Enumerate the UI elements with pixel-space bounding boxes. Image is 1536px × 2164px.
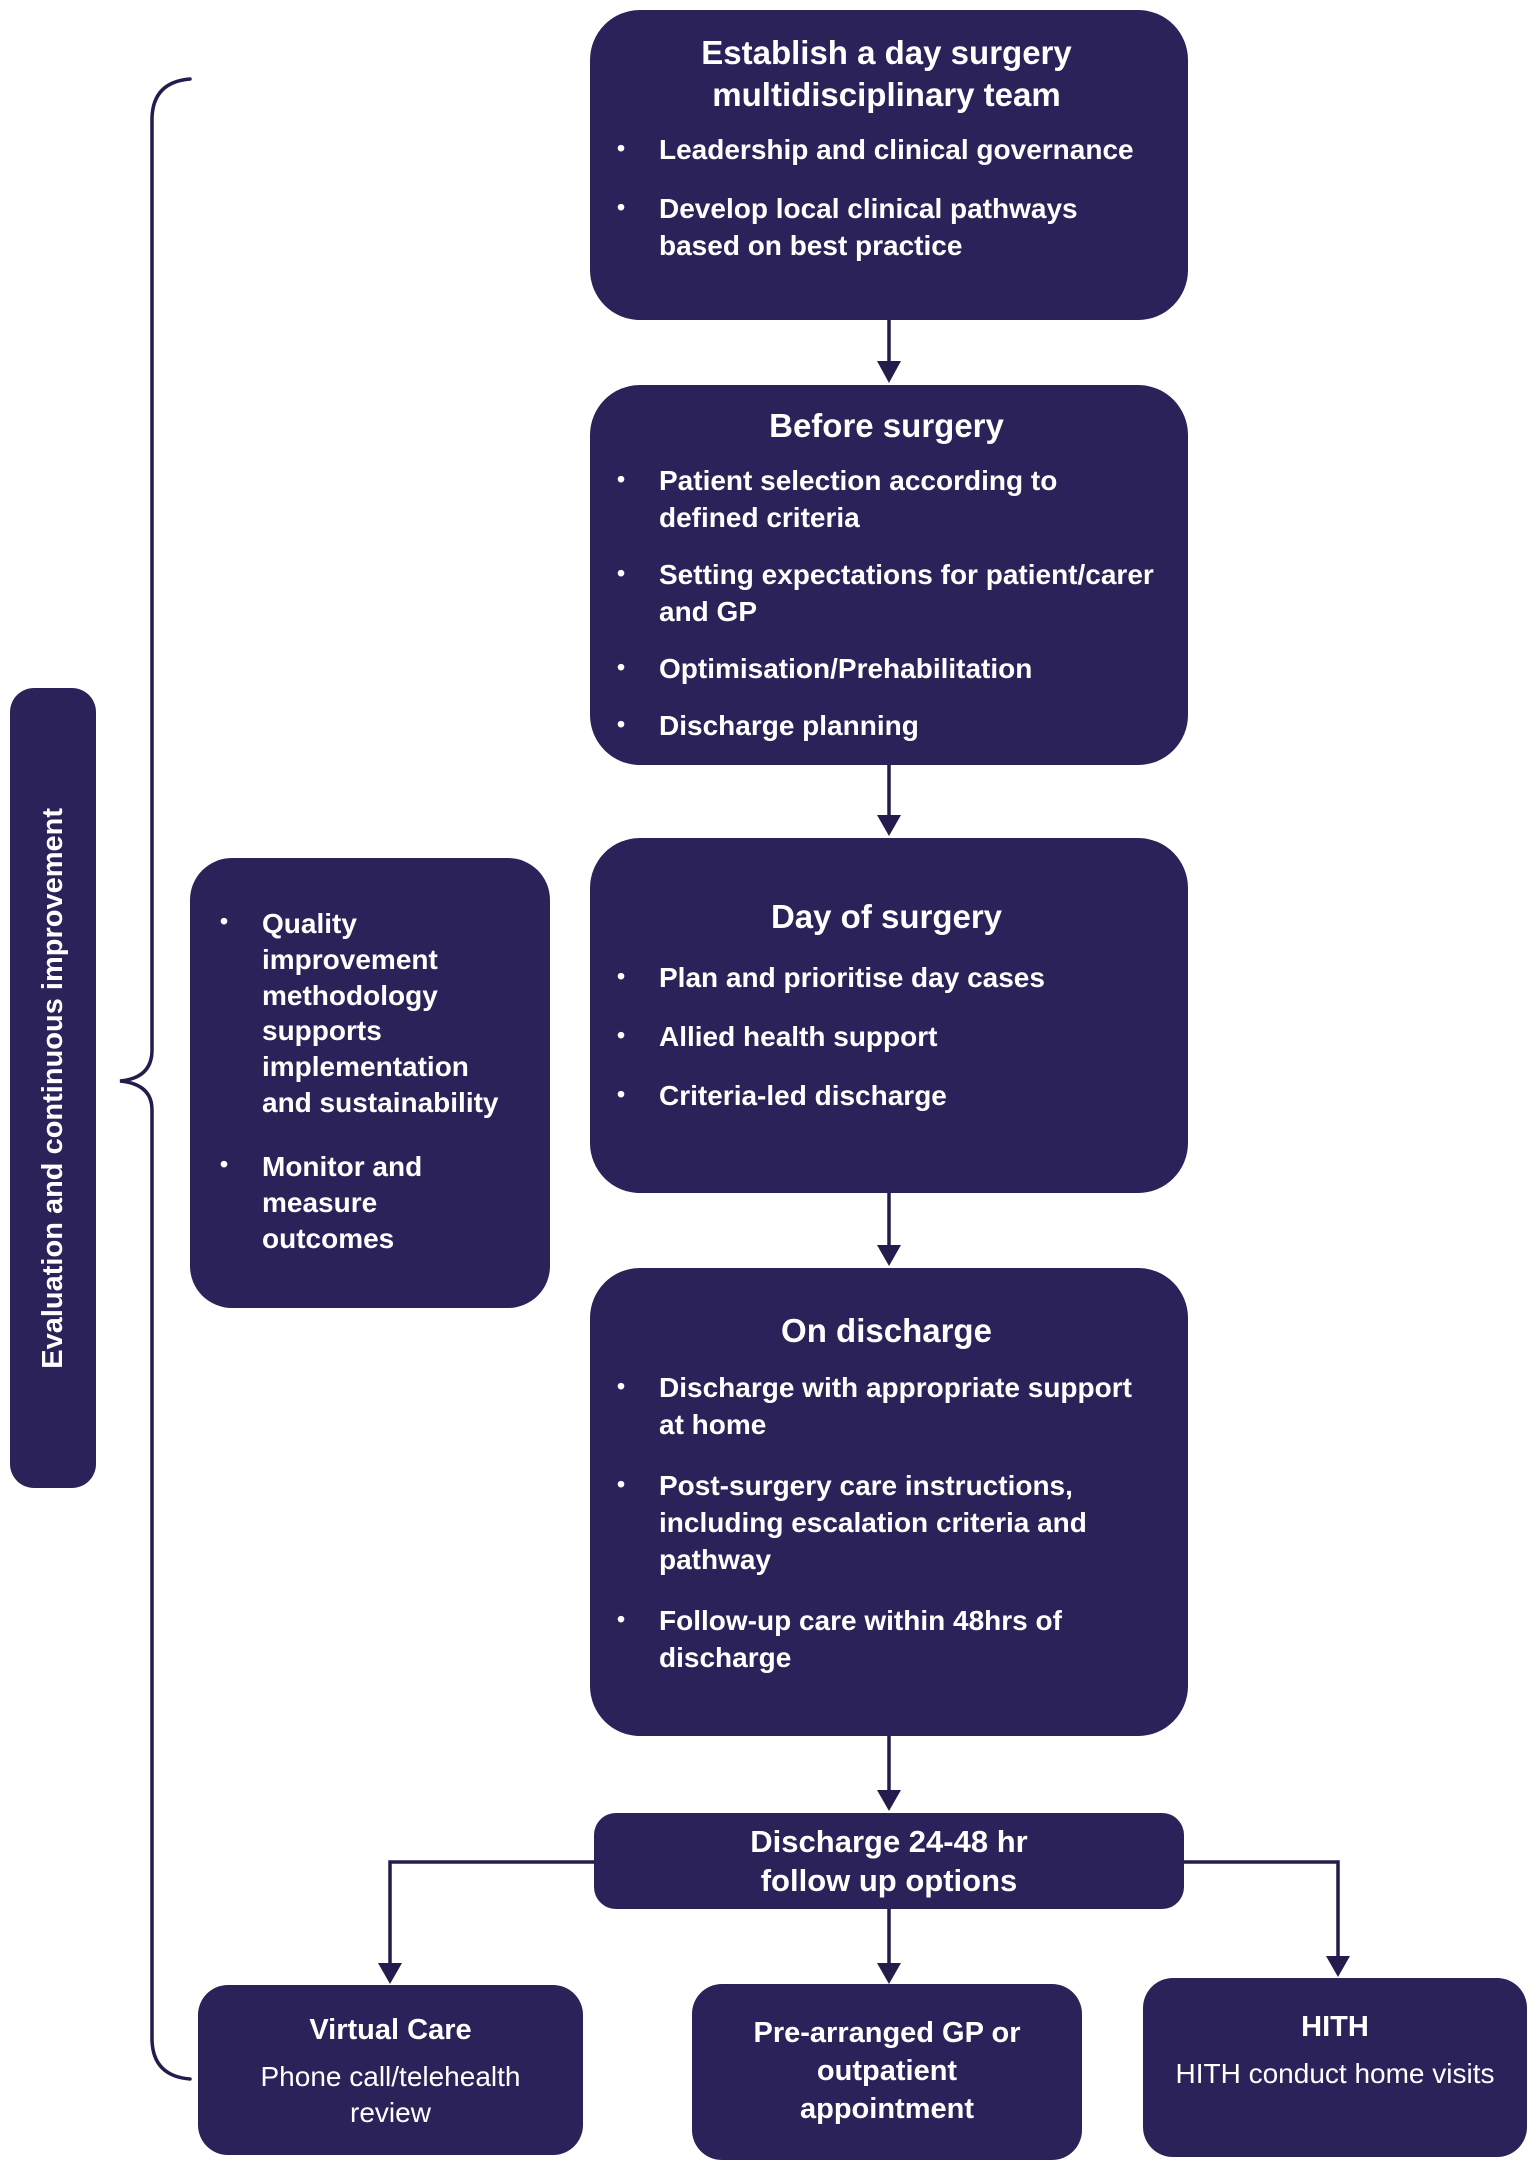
arrow-discharge-to-followup	[877, 1736, 901, 1811]
bullet-item: Setting expectations for patient/carer a…	[615, 557, 1158, 631]
side-label-evaluation: Evaluation and continuous improvement	[10, 688, 96, 1488]
option-title: HITH	[1301, 2011, 1369, 2043]
node-hith: HITH HITH conduct home visits	[1143, 1978, 1527, 2157]
bullet-item: Allied health support	[615, 1019, 1158, 1056]
node-title: Discharge 24-48 hr follow up options	[750, 1823, 1028, 1898]
node-followup-options: Discharge 24-48 hr follow up options	[594, 1813, 1184, 1909]
node-title: Before surgery	[769, 407, 1004, 444]
arrow-establish-to-before	[877, 320, 901, 383]
node-title: Day of surgery	[770, 898, 1003, 935]
option-title: Pre-arranged GP or outpatient appointmen…	[753, 2017, 1021, 2125]
bullet-item: Develop local clinical pathways based on…	[615, 191, 1158, 265]
arrow-day-to-discharge	[877, 1193, 901, 1266]
evaluation-brace	[119, 77, 192, 2081]
bullet-item: Leadership and clinical governance	[615, 132, 1158, 169]
bullet-item: Discharge with appropriate support at ho…	[615, 1370, 1158, 1444]
arrow-followup-to-gp	[877, 1909, 901, 1984]
bullet-item: Patient selection according to defined c…	[615, 463, 1158, 537]
arrow-followup-to-hith	[1184, 1860, 1350, 1977]
node-on-discharge: On discharge Discharge with appropriate …	[590, 1268, 1188, 1736]
node-title: Establish a day surgery multidisciplinar…	[701, 34, 1072, 114]
node-title: On discharge	[781, 1312, 992, 1349]
node-establish-team: Establish a day surgery multidisciplinar…	[590, 10, 1188, 320]
bullet-item: Optimisation/Prehabilitation	[615, 651, 1158, 688]
bullet-item: Follow-up care within 48hrs of discharge	[615, 1603, 1158, 1677]
node-day-of-surgery: Day of surgery Plan and prioritise day c…	[590, 838, 1188, 1193]
bullet-item: Post-surgery care instructions, includin…	[615, 1468, 1158, 1579]
node-gp-appointment: Pre-arranged GP or outpatient appointmen…	[692, 1984, 1082, 2160]
option-title: Virtual Care	[309, 2014, 472, 2046]
option-body: Phone call/telehealth review	[260, 2060, 521, 2129]
bullet-item: Criteria-led discharge	[615, 1078, 1158, 1115]
note-bullet: Quality improvement methodology supports…	[218, 906, 500, 1121]
bullet-item: Discharge planning	[615, 708, 1158, 745]
note-quality-improvement: Quality improvement methodology supports…	[190, 858, 550, 1308]
node-virtual-care: Virtual Care Phone call/telehealth revie…	[198, 1985, 583, 2155]
side-label-text: Evaluation and continuous improvement	[36, 807, 69, 1369]
note-bullet: Monitor and measure outcomes	[218, 1149, 500, 1256]
arrow-before-to-day	[877, 765, 901, 836]
bullet-item: Plan and prioritise day cases	[615, 960, 1158, 997]
option-body: HITH conduct home visits	[1175, 2057, 1495, 2089]
node-before-surgery: Before surgery Patient selection accordi…	[590, 385, 1188, 765]
arrow-followup-to-virtual-care	[378, 1860, 594, 1984]
